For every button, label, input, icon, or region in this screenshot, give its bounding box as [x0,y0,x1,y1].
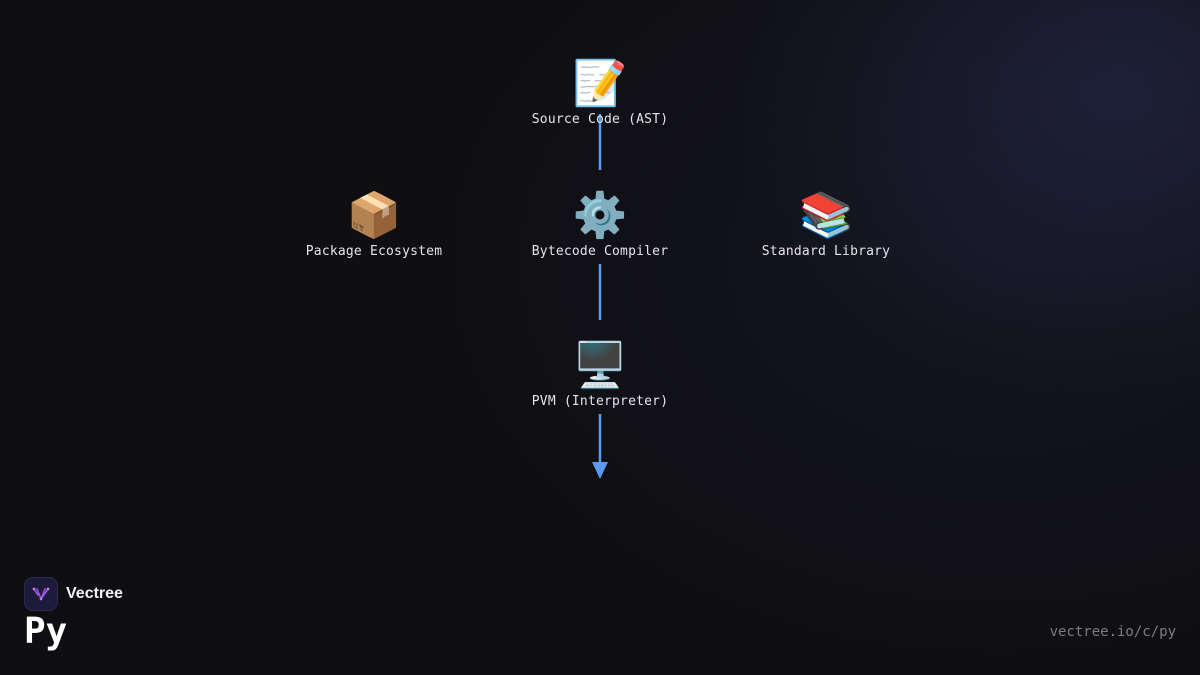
site-url: vectree.io/c/py [1049,624,1176,640]
node-package-ecosystem: 📦 Package Ecosystem [274,190,474,259]
gear-icon: ⚙️ [572,190,628,241]
node-label: Source Code (AST) [531,112,669,127]
course-code: Py [24,611,68,652]
memo-icon: 📝 [572,58,628,109]
node-label: Standard Library [761,244,891,259]
arrow-head-icon [592,462,608,479]
vectree-logo-icon [24,577,58,611]
node-pvm-interpreter: 🖥️ PVM (Interpreter) [500,340,700,409]
node-label: Bytecode Compiler [531,244,669,259]
node-bytecode-compiler: ⚙️ Bytecode Compiler [500,190,700,259]
node-label: Package Ecosystem [305,244,443,259]
books-icon: 📚 [798,190,854,241]
node-label: PVM (Interpreter) [531,394,669,409]
brand: Vectree [24,577,123,611]
node-standard-library: 📚 Standard Library [726,190,926,259]
node-source-code: 📝 Source Code (AST) [500,58,700,127]
brand-name: Vectree [66,585,123,602]
package-icon: 📦 [346,190,402,241]
computer-icon: 🖥️ [572,340,628,391]
